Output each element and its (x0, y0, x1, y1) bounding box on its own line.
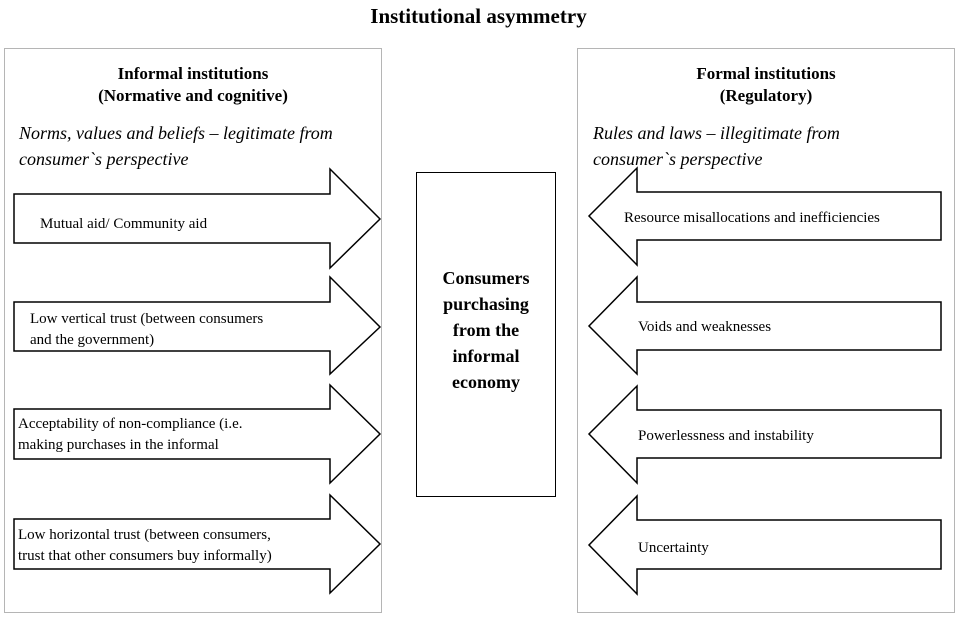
informal-panel-title: Informal institutions (Normative and cog… (5, 63, 381, 107)
consumers-box: Consumers purchasing from the informal e… (416, 172, 556, 497)
formal-title-line1: Formal institutions (696, 64, 836, 83)
consumers-line5: economy (452, 372, 520, 392)
consumers-line4: informal (452, 346, 520, 366)
informal-panel-subtitle: Norms, values and beliefs – legitimate f… (19, 120, 379, 172)
left-arrow-4-line2: trust that other consumers buy informall… (18, 548, 272, 564)
left-arrow-2-line2: and the government) (30, 332, 155, 348)
left-arrow-3 (13, 383, 382, 485)
left-arrow-2-line1: Low vertical trust (between consumers (30, 311, 264, 327)
formal-subtitle-line1: Rules and laws – illegitimate from (593, 123, 840, 143)
informal-title-line1: Informal institutions (117, 64, 269, 83)
right-arrow-4 (587, 494, 942, 596)
left-arrow-2 (13, 275, 382, 376)
consumers-line2: purchasing (443, 294, 529, 314)
formal-institutions-panel: Formal institutions (Regulatory) Rules a… (577, 48, 955, 613)
formal-title-line2: (Regulatory) (719, 86, 813, 105)
right-arrow-4-label: Uncertainty (638, 540, 709, 556)
left-arrow-3-line1: Acceptability of non-compliance (i.e. (18, 416, 243, 432)
left-arrow-4-line1: Low horizontal trust (between consumers, (18, 527, 271, 543)
right-arrow-1-label: Resource misallocations and inefficienci… (624, 210, 880, 226)
consumers-box-text: Consumers purchasing from the informal e… (417, 265, 555, 395)
left-arrow-4 (13, 493, 382, 595)
right-arrow-3 (587, 384, 942, 485)
informal-title-line2: (Normative and cognitive) (98, 86, 288, 105)
informal-subtitle-line2: consumer`s perspective (19, 149, 189, 169)
formal-panel-subtitle: Rules and laws – illegitimate from consu… (593, 120, 953, 172)
consumers-line1: Consumers (442, 268, 530, 288)
formal-subtitle-line2: consumer`s perspective (593, 149, 763, 169)
left-arrow-1-line1: Mutual aid/ Community aid (40, 216, 208, 232)
informal-institutions-panel: Informal institutions (Normative and cog… (4, 48, 382, 613)
right-arrow-3-label: Powerlessness and instability (638, 428, 814, 444)
left-arrow-3-line2: making purchases in the informal (18, 437, 219, 453)
left-arrow-1-label: Mutual aid/ Community aid (40, 214, 207, 235)
right-arrow-1 (587, 166, 942, 267)
right-arrow-2-label: Voids and weaknesses (638, 319, 772, 335)
left-arrow-2-label: Low vertical trust (between consumers an… (30, 309, 263, 351)
formal-panel-title: Formal institutions (Regulatory) (578, 63, 954, 107)
consumers-line3: from the (452, 320, 520, 340)
right-arrow-2 (587, 275, 942, 376)
left-arrow-1 (13, 167, 382, 270)
left-arrow-3-label: Acceptability of non-compliance (i.e. ma… (18, 414, 243, 456)
informal-subtitle-line1: Norms, values and beliefs – legitimate f… (19, 123, 333, 143)
diagram-title: Institutional asymmetry (370, 4, 587, 28)
left-arrow-4-label: Low horizontal trust (between consumers,… (18, 525, 272, 567)
